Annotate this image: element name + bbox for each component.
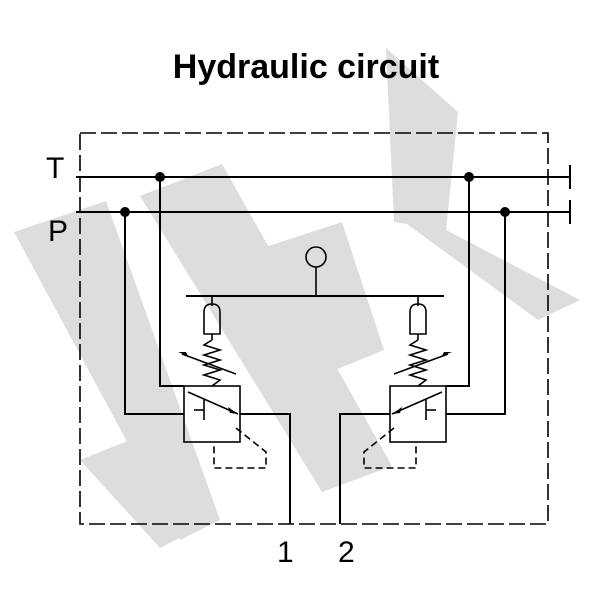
- right-pressure-connection: [446, 212, 506, 415]
- right-spring-symbol: [407, 339, 429, 387]
- port-label-1: 1: [277, 536, 294, 569]
- left-tank-connection: [159, 177, 184, 387]
- watermark-logo: [14, 48, 580, 548]
- left-spring-symbol: [201, 339, 223, 387]
- right-adjust-arrow: [393, 353, 449, 375]
- port-label-t: T: [46, 152, 64, 185]
- left-solenoid-symbol: [203, 303, 221, 335]
- left-outlet-to-port-1: [240, 413, 291, 524]
- right-solenoid-symbol: [409, 303, 427, 335]
- diagram-title: Hydraulic circuit: [173, 48, 439, 86]
- right-outlet-to-port-2: [339, 413, 390, 524]
- right-tank-connection: [446, 177, 470, 387]
- port-label-p: P: [48, 215, 68, 248]
- left-adjust-arrow: [181, 353, 237, 375]
- valve-enclosure: [79, 132, 549, 525]
- left-pressure-connection: [124, 212, 184, 415]
- port-label-2: 2: [338, 536, 355, 569]
